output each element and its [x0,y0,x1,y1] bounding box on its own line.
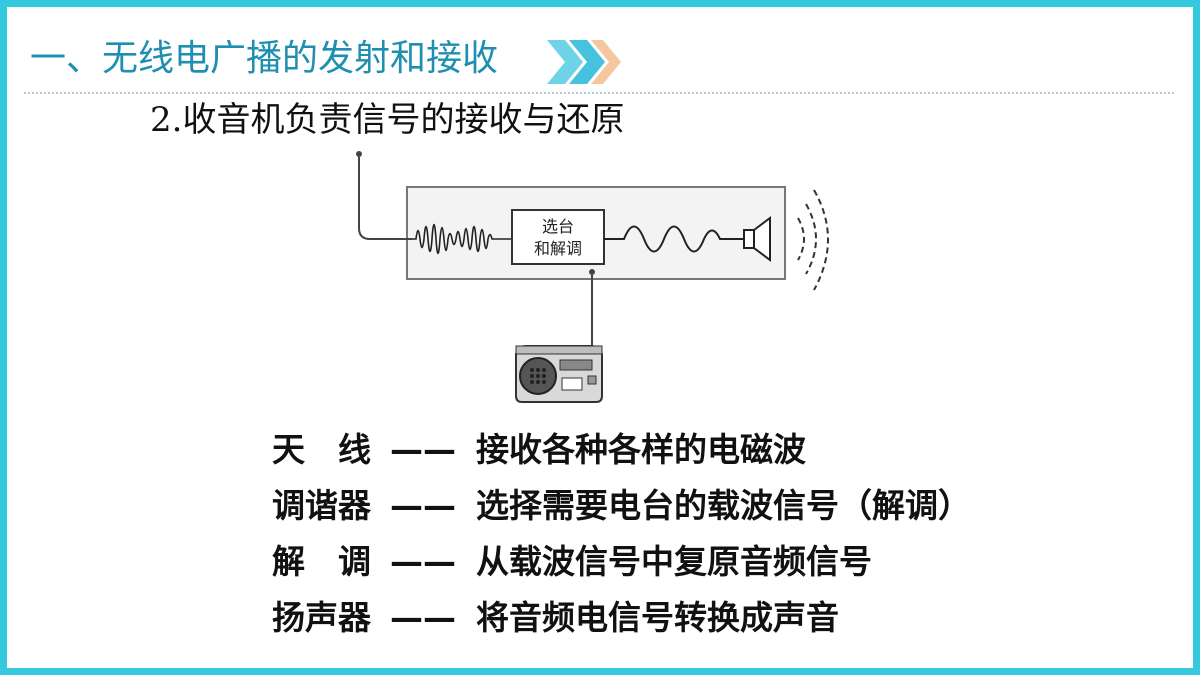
definition-row: 解 调 —— 从载波信号中复原音频信号 [272,534,971,590]
definition-term: 解 调 [272,542,371,581]
chevron-arrows-icon [547,40,621,84]
radio-antenna-icon [589,269,595,350]
radio-icon [515,345,603,403]
speaker-icon [743,216,771,262]
definition-row: 调谐器 —— 选择需要电台的载波信号（解调） [272,478,971,534]
tuner-label-line2: 和解调 [534,239,582,258]
page-title: 一、无线电广播的发射和接收 [30,38,499,79]
tuner-label-line1: 选台 [542,217,574,236]
definition-desc: 选择需要电台的载波信号（解调） [476,486,971,525]
carrier-wave [412,223,512,255]
definition-desc: 接收各种各样的电磁波 [476,430,806,469]
section-subtitle: 2.收音机负责信号的接收与还原 [150,100,625,140]
definition-row: 天 线 —— 接收各种各样的电磁波 [272,422,971,478]
definition-term: 天 线 [272,430,371,469]
definition-term: 调谐器 [272,486,371,525]
definition-dash: —— [390,486,456,525]
definition-desc: 将音频电信号转换成声音 [476,598,839,637]
audio-wave [604,225,744,253]
antenna-icon [356,151,412,240]
definition-list: 天 线 —— 接收各种各样的电磁波 调谐器 —— 选择需要电台的载波信号（解调） 解 调… [272,422,971,646]
title-divider [24,92,1174,94]
definition-row: 扬声器 —— 将音频电信号转换成声音 [272,590,971,646]
definition-dash: —— [390,598,456,637]
sound-waves-icon [797,189,829,291]
definition-desc: 从载波信号中复原音频信号 [476,542,872,581]
tuner-box [511,209,605,265]
definition-dash: —— [390,430,456,469]
definition-term: 扬声器 [272,598,371,637]
definition-dash: —— [390,542,456,581]
receiver-diagram: 选台 和解调 [356,151,829,403]
